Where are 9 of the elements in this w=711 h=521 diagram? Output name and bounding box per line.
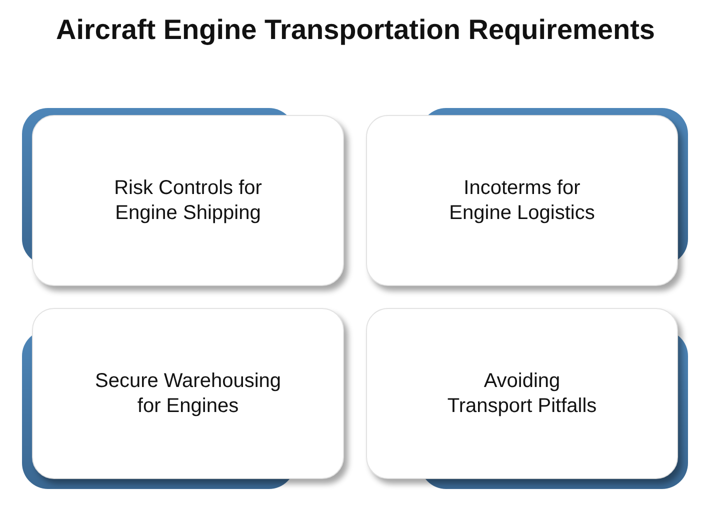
topic-card	[366, 115, 678, 286]
topic-card	[32, 115, 344, 286]
card-title: Avoiding Transport Pitfalls	[446, 368, 598, 418]
diagram-title: Aircraft Engine Transportation Requirements	[56, 13, 655, 47]
card-title: Incoterms for Engine Logistics	[448, 176, 596, 226]
card-title: Secure Warehousing for Engines	[94, 368, 282, 418]
topic-card	[366, 308, 678, 479]
topic-card	[32, 308, 344, 479]
card-title: Risk Controls for Engine Shipping	[113, 176, 263, 226]
